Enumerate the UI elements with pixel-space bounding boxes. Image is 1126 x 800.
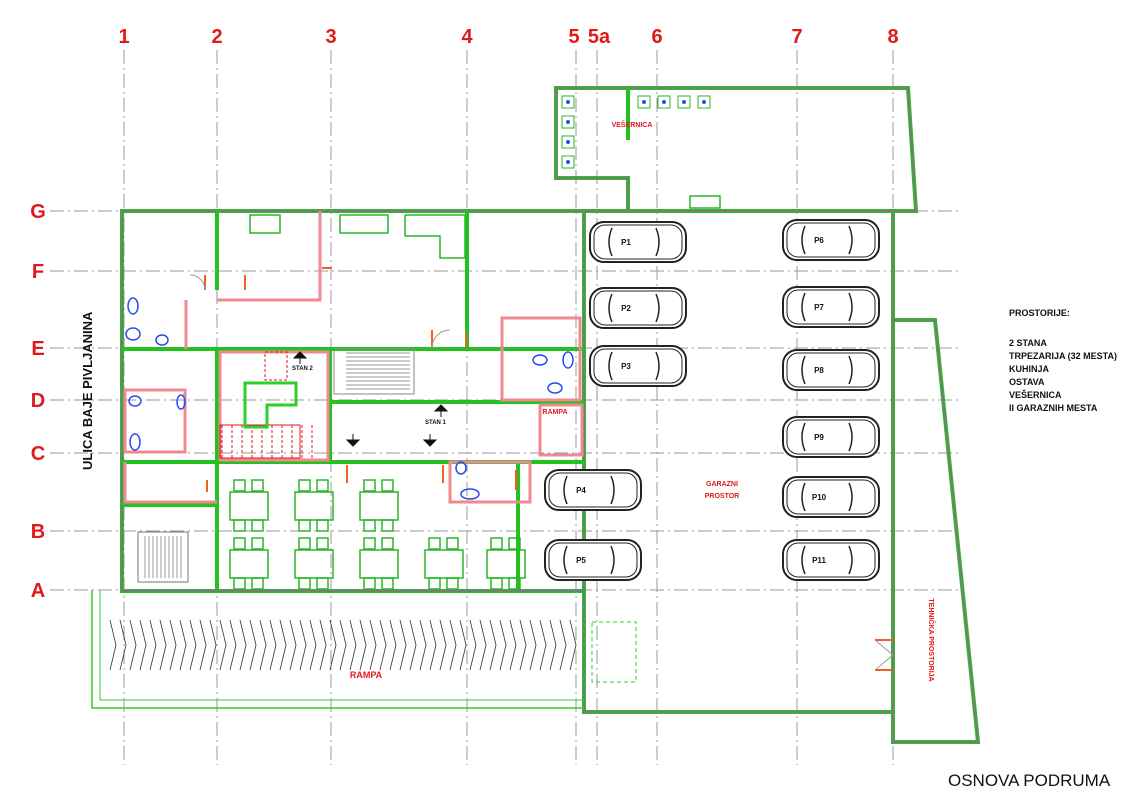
room-label-garage-2: PROSTOR (705, 493, 740, 500)
parking-label: P1 (621, 238, 631, 247)
parking-space-p2: P2 (589, 287, 687, 329)
axis-row-label: F (32, 261, 44, 283)
table-icon (424, 549, 464, 579)
parking-label: P9 (814, 433, 824, 442)
room-legend: PROSTORIJE: 2 STANA TRPEZARIJA (32 MESTA… (1009, 308, 1117, 413)
room-label-ramp-small: RAMPA (542, 409, 567, 416)
parking-space-p11: P11 (782, 539, 880, 581)
washing-machine-icon (677, 95, 691, 109)
car-icon (782, 416, 880, 458)
parking-label: P11 (812, 556, 826, 565)
room-label-laundry: VEŠERNICA (612, 120, 653, 129)
parking-space-p4: P4 (544, 469, 642, 511)
car-icon (544, 469, 642, 511)
parking-label: P7 (814, 303, 824, 312)
axis-row-label: C (31, 443, 45, 465)
car-icon (782, 349, 880, 391)
table-icon (359, 549, 399, 579)
ramp (91, 590, 637, 709)
axis-column-label: 2 (211, 26, 222, 48)
parking-label: P4 (576, 486, 586, 495)
axis-row-label: B (31, 521, 45, 543)
room-label-technical: TEHNIČKA PROSTORIJA (927, 598, 936, 681)
car-icon (782, 539, 880, 581)
washing-machine-icon (561, 135, 575, 149)
axis-column-label: 8 (887, 26, 898, 48)
table-icon (359, 491, 399, 521)
axis-column-label: 4 (461, 26, 473, 48)
car-icon (589, 221, 687, 263)
table-icon (229, 549, 269, 579)
car-icon (589, 287, 687, 329)
parking-space-p10: P10 (782, 476, 880, 518)
legend-item: II GARAZNIH MESTA (1009, 403, 1098, 413)
car-icon (782, 476, 880, 518)
car-icon (544, 539, 642, 581)
car-icon (589, 345, 687, 387)
axis-column-label: 6 (651, 26, 662, 48)
parking-label: P2 (621, 304, 631, 313)
parking-label: P5 (576, 556, 586, 565)
axis-row-label: E (31, 338, 44, 360)
legend-item: OSTAVA (1009, 377, 1045, 387)
axis-row-label: D (31, 390, 45, 412)
legend-heading: PROSTORIJE: (1009, 308, 1070, 318)
washing-machine-icon (561, 95, 575, 109)
parking-space-p3: P3 (589, 345, 687, 387)
parking-space-p5: P5 (544, 539, 642, 581)
washing-machine-icon (561, 115, 575, 129)
drawing-title: OSNOVA PODRUMA (948, 771, 1111, 790)
washing-machine-icon (697, 95, 711, 109)
table-icon (294, 491, 334, 521)
doors (189, 267, 894, 671)
building-walls (120, 86, 981, 744)
axis-row-label: A (31, 580, 45, 602)
staircase (137, 348, 415, 583)
parking-space-p7: P7 (782, 286, 880, 328)
washing-machine-icon (637, 95, 651, 109)
table-icon (486, 549, 526, 579)
axis-column-label: 5a (588, 26, 611, 48)
stair-arrows (292, 351, 449, 447)
room-label-apartment-1: STAN 1 (425, 420, 447, 426)
legend-item: 2 STANA (1009, 338, 1047, 348)
parking-label: P8 (814, 366, 824, 375)
room-label-apartment-2: STAN 2 (292, 366, 314, 372)
dining-tables (229, 479, 526, 590)
legend-item: TRPEZARIJA (32 MESTA) (1009, 351, 1117, 361)
kitchen-counter (249, 195, 721, 259)
parking-space-p1: P1 (589, 221, 687, 263)
axis-row-label: G (30, 201, 46, 223)
room-label-garage: GARAZNI (706, 481, 738, 488)
parking-label: P6 (814, 236, 824, 245)
washing-machine-icon (561, 155, 575, 169)
parking-label: P10 (812, 493, 827, 502)
parking-space-p8: P8 (782, 349, 880, 391)
legend-item: KUHINJA (1009, 364, 1050, 374)
partition-walls (123, 211, 584, 504)
axis-column-label: 7 (791, 26, 802, 48)
legend-item: VEŠERNICA (1009, 389, 1062, 400)
parking-space-p6: P6 (782, 219, 880, 261)
axis-column-label: 1 (118, 26, 129, 48)
street-label: ULICA BAJE PIVLJANINA (80, 311, 95, 470)
table-icon (294, 549, 334, 579)
axis-column-label: 3 (325, 26, 336, 48)
axis-labels: 1 2 3 4 5 5a 6 7 8G F E D C B A (30, 26, 898, 602)
car-icon (782, 219, 880, 261)
sanitary-fixtures (125, 95, 711, 500)
table-icon (229, 491, 269, 521)
washing-machine-icon (657, 95, 671, 109)
parking-space-p9: P9 (782, 416, 880, 458)
parking-label: P3 (621, 362, 631, 371)
room-label-ramp: RAMPA (350, 670, 383, 680)
car-icon (782, 286, 880, 328)
axis-column-label: 5 (568, 26, 579, 48)
